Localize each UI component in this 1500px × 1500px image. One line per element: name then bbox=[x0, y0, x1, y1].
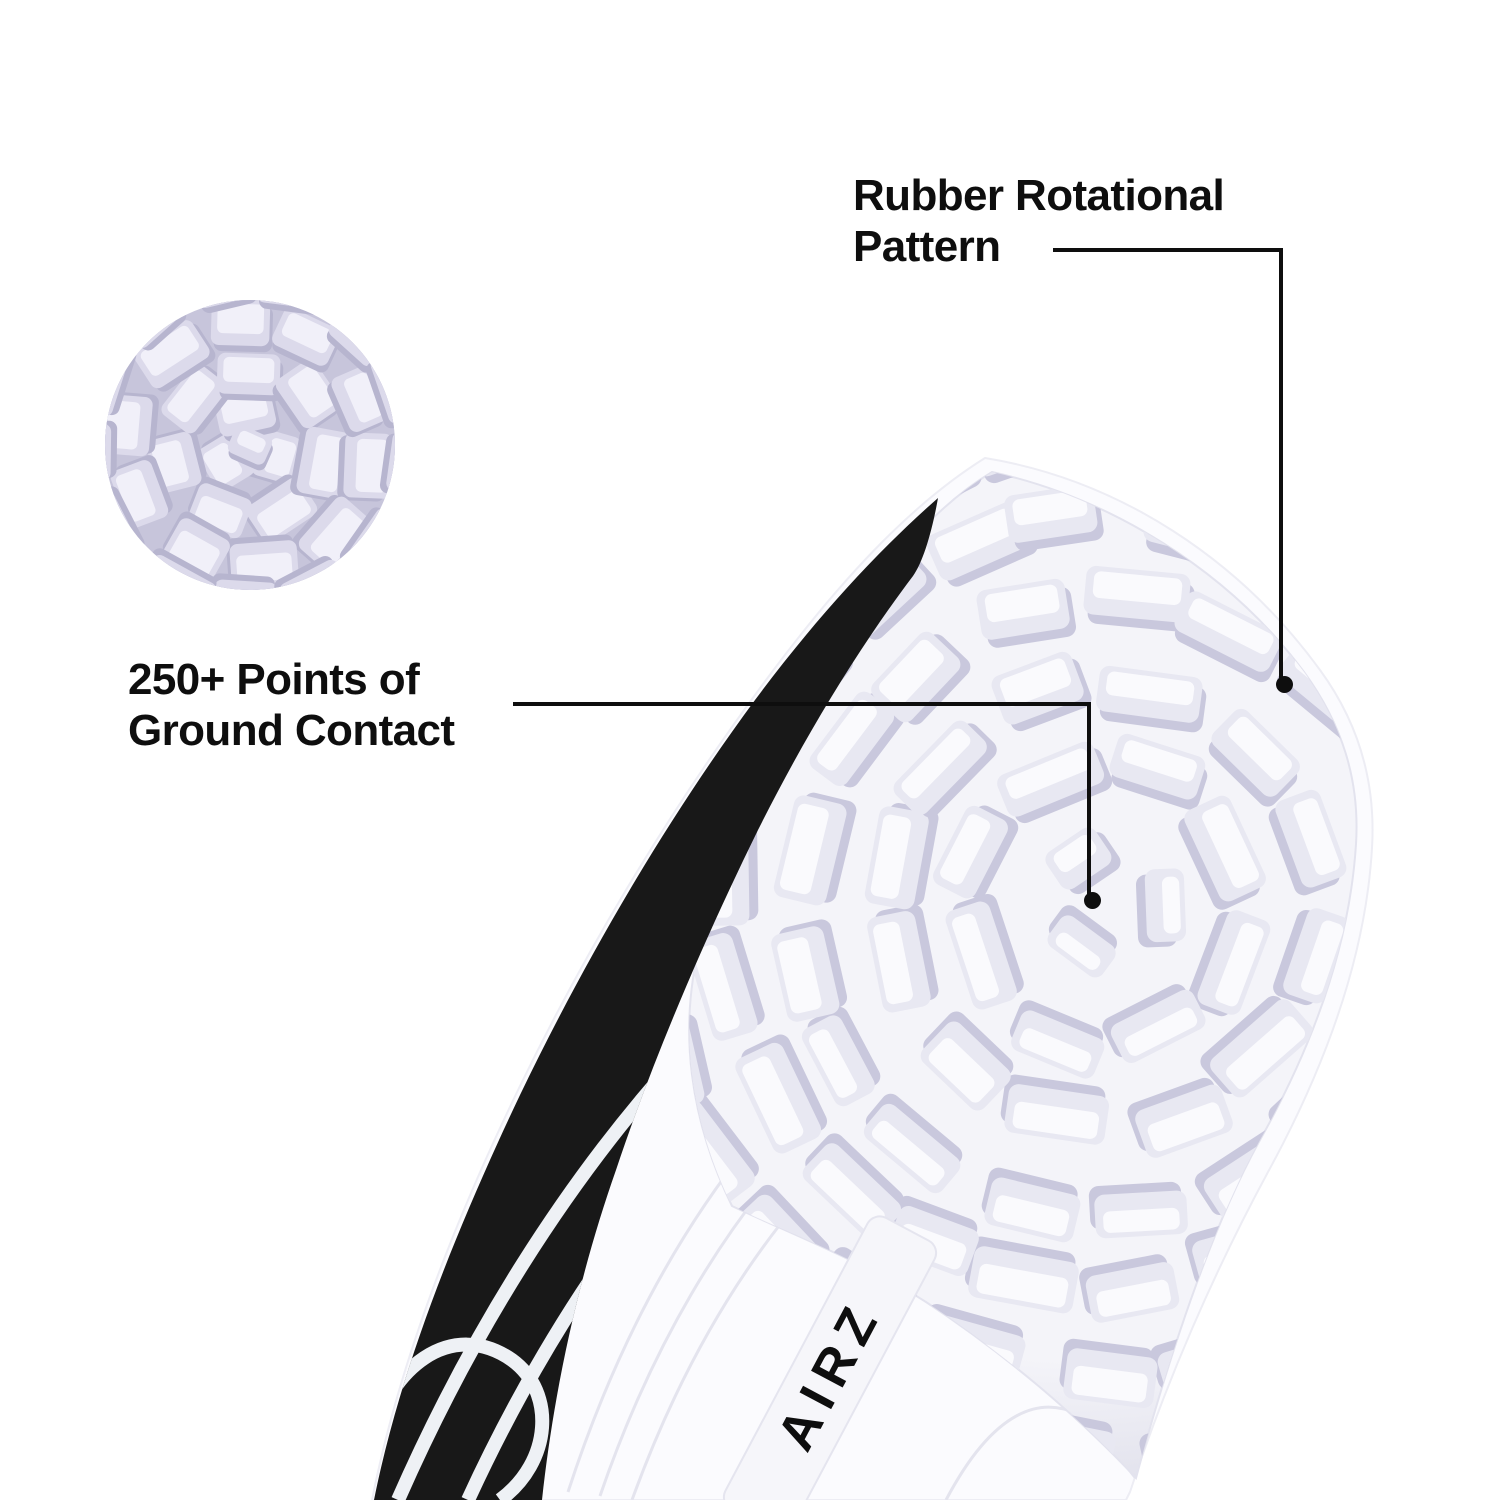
callout-rotational-line1: Rubber Rotational bbox=[853, 171, 1225, 220]
inset-lugs bbox=[105, 300, 395, 590]
callout-rotational-line2: Pattern bbox=[853, 222, 1001, 272]
callout-ground-contact-line2: Ground Contact bbox=[128, 706, 455, 756]
tread-detail-inset bbox=[105, 300, 395, 590]
callout-rotational-dot bbox=[1276, 676, 1293, 693]
callout-rotational-line-horizontal bbox=[1053, 248, 1283, 252]
shoe-upper bbox=[374, 498, 938, 1500]
callout-ground-contact-label: 250+ Points of Ground Contact bbox=[128, 654, 455, 756]
callout-ground-contact-line-vertical bbox=[1087, 702, 1091, 900]
callout-ground-contact-line1: 250+ Points of bbox=[128, 655, 420, 704]
callout-ground-contact-dot bbox=[1084, 892, 1101, 909]
callout-rotational-label: Rubber Rotational Pattern bbox=[853, 170, 1225, 272]
callout-ground-contact-line-horizontal bbox=[513, 702, 1091, 706]
callout-rotational-line-vertical bbox=[1279, 248, 1283, 684]
